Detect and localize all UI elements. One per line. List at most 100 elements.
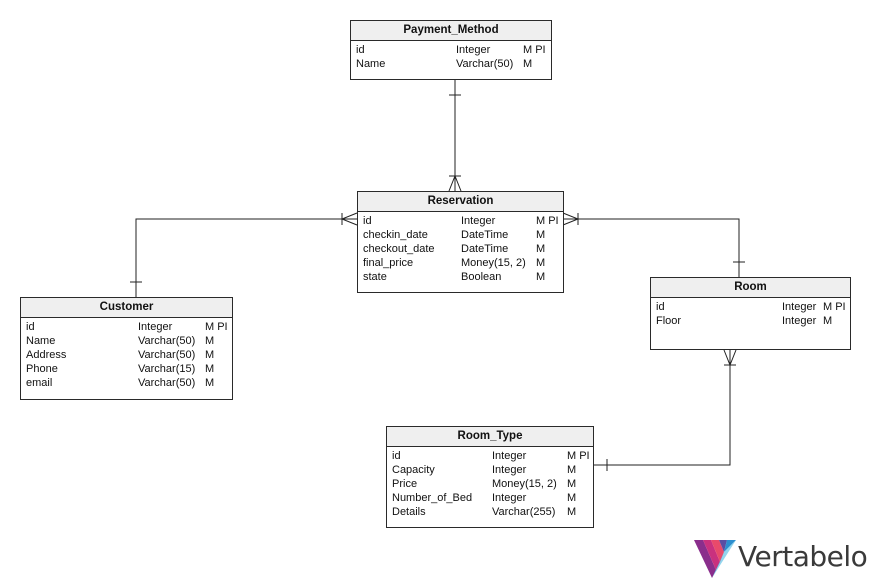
- column-flags: M PI: [523, 44, 546, 56]
- column-flags: M: [536, 229, 546, 241]
- column-name: Floor: [656, 315, 682, 327]
- column-row[interactable]: Floor Integer M: [656, 314, 850, 328]
- column-name: Address: [26, 349, 67, 361]
- column-type: Boolean: [461, 271, 502, 283]
- column-flags: M: [536, 271, 546, 283]
- column-row[interactable]: final_price Money(15, 2) M: [363, 256, 563, 270]
- vertabelo-logo: Vertabelo: [694, 536, 868, 580]
- column-type: DateTime: [461, 243, 509, 255]
- logo-wordmark: Vertabelo: [738, 540, 868, 573]
- column-type: DateTime: [461, 229, 509, 241]
- table-title: Room: [651, 278, 850, 298]
- column-row[interactable]: Capacity Integer M: [392, 463, 593, 477]
- column-flags: M PI: [567, 450, 590, 462]
- many-crowfoot: [448, 174, 462, 192]
- column-flags: M: [205, 377, 215, 389]
- many-crowfoot: [723, 349, 737, 367]
- column-type: Integer: [461, 215, 496, 227]
- column-type: Integer: [782, 315, 817, 327]
- column-name: id: [26, 321, 35, 333]
- table-title: Reservation: [358, 192, 563, 212]
- column-name: id: [656, 301, 665, 313]
- table-title: Payment_Method: [351, 21, 551, 41]
- column-type: Varchar(50): [138, 335, 196, 347]
- table-title: Customer: [21, 298, 232, 318]
- column-name: id: [392, 450, 401, 462]
- column-name: email: [26, 377, 53, 389]
- column-name: id: [363, 215, 372, 227]
- column-flags: M: [205, 363, 215, 375]
- column-row[interactable]: Name Varchar(50) M: [356, 57, 551, 71]
- vertabelo-logo-icon: [694, 540, 736, 578]
- column-row[interactable]: checkin_date DateTime M: [363, 228, 563, 242]
- room-reservation-line[interactable]: [563, 218, 740, 277]
- column-row[interactable]: email Varchar(50) M: [26, 376, 232, 390]
- column-row[interactable]: Name Varchar(50) M: [26, 334, 232, 348]
- column-type: Integer: [456, 44, 491, 56]
- column-name: id: [356, 44, 365, 56]
- column-flags: M: [823, 315, 833, 327]
- column-type: Integer: [782, 301, 817, 313]
- column-row[interactable]: state Boolean M: [363, 270, 563, 284]
- column-flags: M PI: [205, 321, 228, 333]
- column-row[interactable]: id Integer M PI: [392, 449, 593, 463]
- column-flags: M: [567, 478, 577, 490]
- column-type: Varchar(15): [138, 363, 196, 375]
- column-flags: M: [205, 349, 215, 361]
- column-type: Varchar(50): [138, 349, 196, 361]
- column-row[interactable]: id Integer M PI: [363, 214, 563, 228]
- customer-reservation-line[interactable]: [135, 218, 357, 297]
- column-name: Details: [392, 506, 426, 518]
- column-name: final_price: [363, 257, 414, 269]
- column-name: state: [363, 271, 387, 283]
- many-crowfoot: [340, 212, 358, 226]
- column-row[interactable]: checkout_date DateTime M: [363, 242, 563, 256]
- column-type: Varchar(50): [456, 58, 514, 70]
- column-name: Phone: [26, 363, 58, 375]
- column-flags: M: [523, 58, 533, 70]
- column-flags: M: [536, 243, 546, 255]
- column-type: Varchar(50): [138, 377, 196, 389]
- column-list: id Integer M PI Name Varchar(50) M: [351, 41, 551, 75]
- column-flags: M PI: [823, 301, 846, 313]
- column-type: Integer: [492, 450, 527, 462]
- column-name: checkin_date: [363, 229, 428, 241]
- column-type: Varchar(255): [492, 506, 556, 518]
- column-name: Capacity: [392, 464, 435, 476]
- table-title: Room_Type: [387, 427, 593, 447]
- column-flags: M PI: [536, 215, 559, 227]
- column-flags: M: [536, 257, 546, 269]
- column-type: Money(15, 2): [492, 478, 557, 490]
- column-row[interactable]: Details Varchar(255) M: [392, 505, 593, 519]
- column-row[interactable]: Phone Varchar(15) M: [26, 362, 232, 376]
- column-flags: M: [205, 335, 215, 347]
- column-type: Integer: [492, 492, 527, 504]
- column-flags: M: [567, 464, 577, 476]
- roomtype-room-line[interactable]: [593, 350, 731, 466]
- column-flags: M: [567, 506, 577, 518]
- column-row[interactable]: Price Money(15, 2) M: [392, 477, 593, 491]
- column-type: Integer: [492, 464, 527, 476]
- many-crowfoot: [562, 212, 580, 226]
- column-row[interactable]: id Integer M PI: [656, 300, 850, 314]
- column-name: Price: [392, 478, 418, 490]
- column-type: Money(15, 2): [461, 257, 526, 269]
- column-name: checkout_date: [363, 243, 435, 255]
- column-name: Name: [26, 335, 56, 347]
- column-row[interactable]: id Integer M PI: [356, 43, 551, 57]
- column-flags: M: [567, 492, 577, 504]
- column-row[interactable]: Address Varchar(50) M: [26, 348, 232, 362]
- payment-method-table[interactable]: Payment_Method id Integer M PI Name Varchar(…: [350, 20, 552, 80]
- column-name: Name: [356, 58, 386, 70]
